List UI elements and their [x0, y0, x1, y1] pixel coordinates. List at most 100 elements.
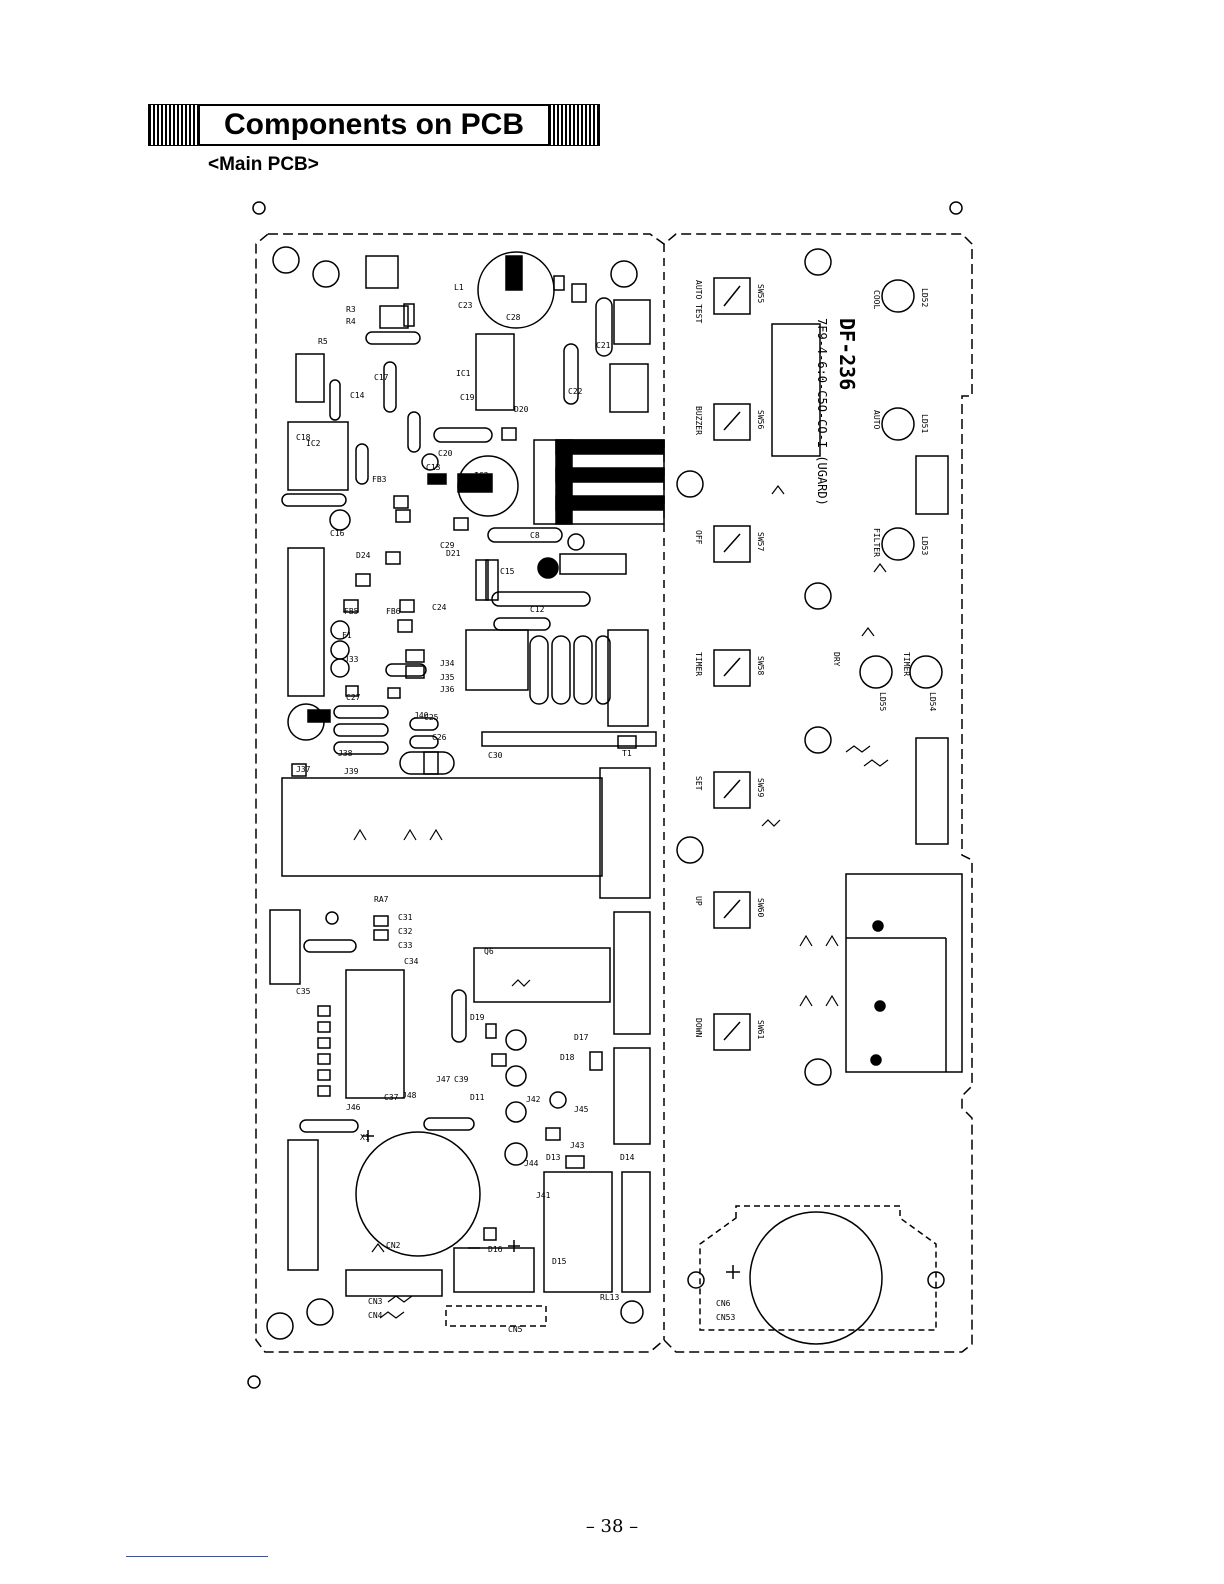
component-label: J41 [536, 1191, 551, 1200]
led-ld52 [881, 279, 915, 313]
component-label: C37 [384, 1093, 399, 1102]
component-label: RA7 [374, 895, 389, 904]
section-title-bar: Components on PCB [148, 104, 600, 146]
capacitor-c3 [355, 1131, 481, 1257]
switch-label-sw61: SW61 [756, 1020, 765, 1039]
led-ld54 [909, 655, 943, 689]
switch-sw61 [713, 1013, 751, 1051]
led-label-ld54: LD54 [928, 692, 937, 711]
footer-rule [126, 1556, 268, 1557]
function-label-down: DOWN [694, 1018, 703, 1037]
component-label: C28 [506, 313, 521, 322]
ic-display-driver [771, 323, 821, 457]
mounting-hole [949, 201, 963, 215]
led-ld51 [881, 407, 915, 441]
component-label: FB3 [372, 475, 387, 484]
led-function-filter: FILTER [872, 528, 881, 557]
component-label: D21 [446, 549, 461, 558]
component-label: D20 [514, 405, 529, 414]
switch-sw59 [713, 771, 751, 809]
section-subtitle: <Main PCB> [208, 154, 319, 175]
component-label: D17 [574, 1033, 589, 1042]
component-label: J42 [526, 1095, 541, 1104]
component-label: J33 [344, 655, 359, 664]
component-label: R3 [346, 305, 356, 314]
led-label-ld51: LD51 [920, 414, 929, 433]
component-label: C8 [530, 531, 540, 540]
component-label: J34 [440, 659, 455, 668]
switch-label-sw59: SW59 [756, 778, 765, 797]
component-label: CN3 [368, 1297, 383, 1306]
component-label: D18 [560, 1053, 575, 1062]
component-label: J38 [338, 749, 353, 758]
component-label: C13 [426, 463, 441, 472]
component-label: C19 [460, 393, 475, 402]
component-label: C27 [346, 693, 361, 702]
component-label: D13 [546, 1153, 561, 1162]
component-label: C23 [458, 301, 473, 310]
board-part-marking: 7F9-4-6:0-C5O-CO-I (UGARD) [815, 318, 829, 506]
component-label: C12 [530, 605, 545, 614]
function-label-off: OFF [694, 530, 703, 545]
led-label-ld52: LD52 [920, 288, 929, 307]
component-label: C25 [424, 713, 439, 722]
switch-sw56 [713, 403, 751, 441]
component-ic [475, 333, 515, 411]
switch-sw58 [713, 649, 751, 687]
component-label: C34 [404, 957, 419, 966]
ic-chip [345, 969, 405, 1099]
mounting-hole [252, 201, 266, 215]
component-lnf [287, 547, 325, 697]
page-number: – 38 – [585, 1516, 639, 1537]
board-outline [255, 233, 973, 1353]
component-label: C21 [596, 341, 611, 350]
led-function-auto: AUTO [872, 410, 881, 429]
component-label: Q6 [484, 947, 494, 956]
component-label: J47 [436, 1075, 451, 1084]
component-label: CN5 [508, 1325, 523, 1334]
function-label-set: SET [694, 776, 703, 791]
component-label: C39 [454, 1075, 469, 1084]
led-function-cool: COOL [872, 290, 881, 309]
led-label-ld53: LD53 [920, 536, 929, 555]
switch-label-sw60: SW60 [756, 898, 765, 917]
led-ld53 [881, 527, 915, 561]
function-label-buzzer: BUZZER [694, 406, 703, 435]
switch-sw57 [713, 525, 751, 563]
component-label: IC1 [456, 369, 471, 378]
component-label: C14 [350, 391, 365, 400]
ic-strip [281, 777, 603, 877]
component-label: C22 [568, 387, 583, 396]
component-label: C31 [398, 913, 413, 922]
component-label: C30 [488, 751, 503, 760]
component-label: R4 [346, 317, 356, 326]
component-label: J44 [524, 1159, 539, 1168]
title-hatch-left [148, 104, 200, 146]
component-label: J40 [414, 711, 429, 720]
component-label: C15 [500, 567, 515, 576]
component-label: CN53 [716, 1313, 735, 1322]
component-label: C17 [374, 373, 389, 382]
component-label: IC3 [474, 471, 489, 480]
function-label-timer: TIMER [694, 652, 703, 676]
component-label: CN4 [368, 1311, 383, 1320]
switch-sw55 [713, 277, 751, 315]
switch-label-sw56: SW56 [756, 410, 765, 429]
switch-sw60 [713, 891, 751, 929]
component-label: J36 [440, 685, 455, 694]
component-label: X1 [360, 1133, 370, 1142]
component-label: FB5 [344, 607, 359, 616]
component-label: C18 [296, 433, 311, 442]
component-label: J46 [346, 1103, 361, 1112]
title-hatch-right [548, 104, 600, 146]
led-ld55 [859, 655, 893, 689]
component-label: IC2 [306, 439, 321, 448]
switch-label-sw57: SW57 [756, 532, 765, 551]
component-label: C33 [398, 941, 413, 950]
component-label: J37 [296, 765, 311, 774]
component-label: J45 [574, 1105, 589, 1114]
led-function-dry: DRY [832, 652, 841, 667]
component-label: R5 [318, 337, 328, 346]
board-model-marking: DF-236 [835, 318, 859, 390]
